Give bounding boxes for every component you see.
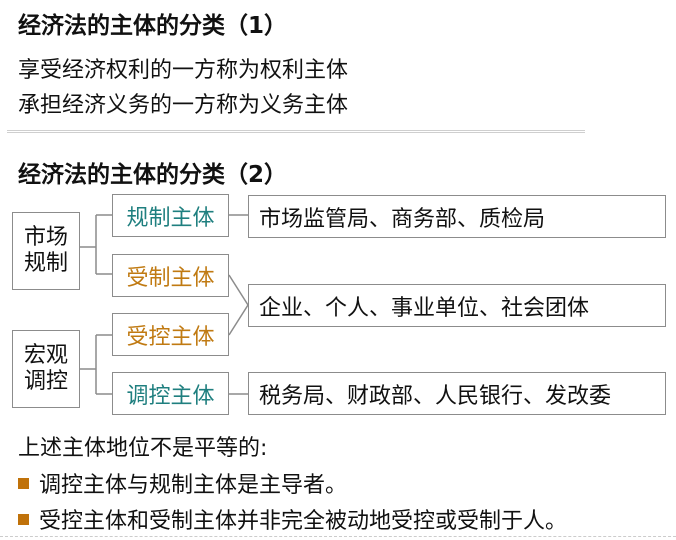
category-label-line1: 宏观 [23, 343, 68, 368]
subject-regulator: 规制主体 [112, 194, 229, 237]
notes-bullet-item: 调控主体与规制主体是主导者。 [18, 467, 347, 499]
notes-bullet-text: 受控主体和受制主体并非完全被动地受控或受制于人。 [39, 509, 568, 534]
notes-bullet-item: 受控主体和受制主体并非完全被动地受控或受制于人。 [18, 503, 567, 535]
notes-intro: 上述主体地位不是平等的: [18, 436, 268, 461]
category-label-line2: 调控 [23, 369, 68, 394]
section1-line-obligations: 承担经济义务的一方称为义务主体 [18, 93, 349, 118]
examples-regulators: 市场监管局、商务部、质检局 [248, 195, 666, 238]
section1-title: 经济法的主体的分类（1） [18, 13, 288, 39]
category-label-line1: 市场 [23, 225, 68, 250]
examples-regulated-controlled: 企业、个人、事业单位、社会团体 [248, 284, 666, 327]
square-bullet-icon [18, 513, 29, 525]
section1-line-rights: 享受经济权利的一方称为权利主体 [18, 58, 349, 83]
section2-title: 经济法的主体的分类（2） [18, 162, 288, 188]
square-bullet-icon [18, 477, 29, 489]
section-divider [7, 130, 585, 133]
subject-controlled: 受控主体 [112, 313, 229, 356]
category-market-regulation: 市场 规制 [12, 212, 80, 290]
category-macro-control: 宏观 调控 [12, 330, 80, 408]
subject-controller: 调控主体 [112, 372, 229, 415]
examples-controllers: 税务局、财政部、人民银行、发改委 [248, 372, 666, 415]
category-label-line2: 规制 [23, 251, 68, 276]
notes-bullet-text: 调控主体与规制主体是主导者。 [39, 473, 348, 498]
bottom-dashed-divider [0, 536, 676, 537]
subject-regulated: 受制主体 [112, 254, 229, 297]
